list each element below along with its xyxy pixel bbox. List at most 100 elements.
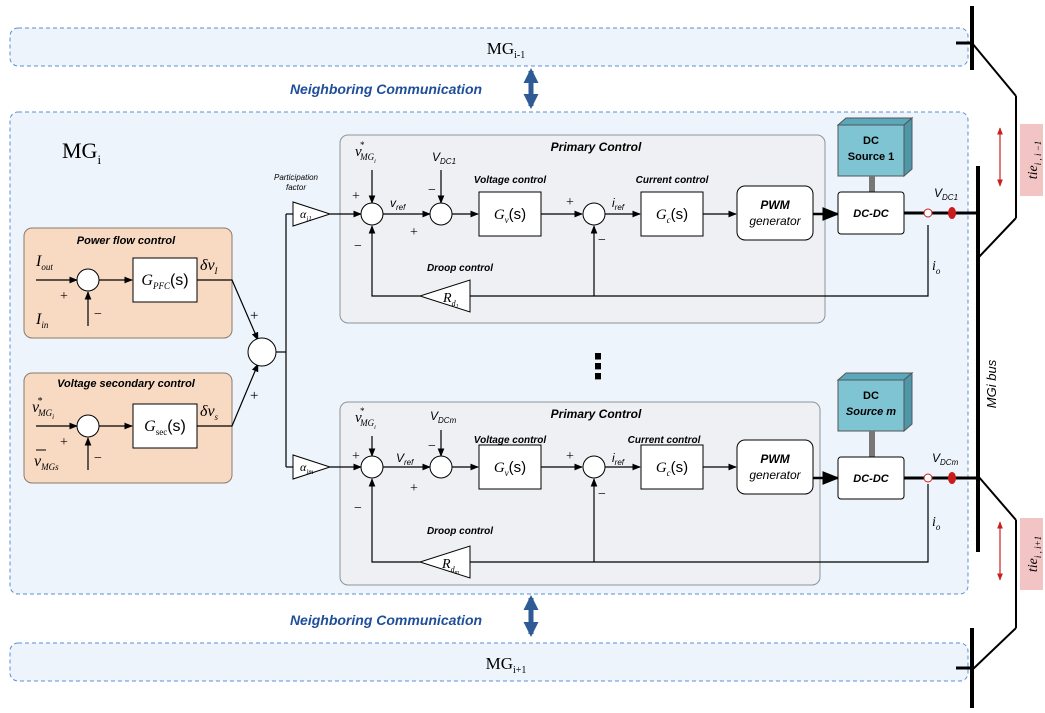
alpha-m-gain xyxy=(292,454,332,480)
tie-up-badge xyxy=(1020,124,1043,196)
primary-m-pwm-block xyxy=(736,439,814,495)
participation-label-line1: Participation xyxy=(274,173,319,182)
primary-1-current-control: Current control xyxy=(636,175,709,186)
primary-1-voltage-control: Voltage control xyxy=(474,175,547,186)
bus-system xyxy=(956,6,1017,708)
participation-label-line2: factor xyxy=(286,183,306,192)
tie-up-label: tiei , i −1 xyxy=(1026,141,1043,180)
io-label-1: io xyxy=(932,259,941,276)
bus-node-1 xyxy=(948,207,956,219)
power-flow-block: Power flow control Iout + − Iin GPFC(s) … xyxy=(23,227,233,339)
svg-text:Source 1: Source 1 xyxy=(848,151,894,163)
svg-text:Gc(s): Gc(s) xyxy=(656,459,688,478)
power-flow-title: Power flow control xyxy=(77,235,176,247)
vmg-star-label: v*MGi xyxy=(32,396,54,421)
primary-1-title: Primary Control xyxy=(551,140,642,154)
vmgs-label: vMGs xyxy=(34,453,59,472)
gsec-block xyxy=(132,403,198,449)
primary-1-sum2 xyxy=(429,202,453,226)
voltage-secondary-sum xyxy=(76,414,100,438)
svg-text:+: + xyxy=(250,388,258,404)
primary-control-1: Primary Control v*MGi + vref + VDC1 − Vo… xyxy=(330,134,929,324)
svg-text:generator: generator xyxy=(749,214,801,228)
svg-text:−: − xyxy=(94,451,102,466)
svg-text:−: − xyxy=(354,239,362,254)
svg-text:+: + xyxy=(566,449,574,464)
primary-1-vdc: VDC1 xyxy=(432,150,456,166)
svg-text:Gv(s): Gv(s) xyxy=(494,206,526,225)
delta-vs-label: δvs xyxy=(200,403,219,422)
neighboring-communication-bottom: Neighboring Communication xyxy=(290,612,482,628)
secondary-sum: + + xyxy=(197,213,293,468)
svg-text:DC-DC: DC-DC xyxy=(853,208,889,220)
mg-next-band xyxy=(9,642,969,682)
svg-text:Rdm: Rdm xyxy=(441,557,460,576)
primary-m-droop: Droop control xyxy=(427,526,493,537)
io-sensor-m xyxy=(923,473,933,483)
primary-control-m: Primary Control v*MGi + Vref + VDCm − Vo… xyxy=(330,401,929,586)
svg-text:PWM: PWM xyxy=(760,198,790,212)
svg-text:Source m: Source m xyxy=(846,406,896,418)
svg-text:+: + xyxy=(352,189,360,204)
svg-text:−: − xyxy=(598,233,606,248)
primary-m-vref: Vref xyxy=(396,451,414,467)
primary-1-pwm-block xyxy=(736,185,814,241)
primary-m-sum1 xyxy=(360,455,384,479)
primary-m-vdc: VDCm xyxy=(430,409,457,425)
mg-prev-label: MGi-1 xyxy=(487,39,526,61)
primary-1-vref: vref xyxy=(390,196,406,212)
svg-text:+: + xyxy=(410,481,418,496)
svg-text:αim: αim xyxy=(300,460,313,476)
svg-text:Gc(s): Gc(s) xyxy=(656,206,688,225)
primary-m-title: Primary Control xyxy=(551,407,642,421)
svg-text:−: − xyxy=(94,307,102,322)
primary-m-rd-gain xyxy=(418,545,471,579)
primary-m-sum3 xyxy=(582,455,606,479)
primary-1-sum3 xyxy=(582,202,606,226)
svg-text:+: + xyxy=(250,308,258,324)
voltage-secondary-block: Voltage secondary control v*MGi + − vMGs… xyxy=(23,372,233,484)
io-sensor-1 xyxy=(923,208,933,218)
primary-m-vref-star: v*MGi xyxy=(355,406,376,431)
primary-1-vref-star: v*MGi xyxy=(355,140,376,165)
svg-text:+: + xyxy=(566,195,574,210)
svg-text:+: + xyxy=(60,435,68,450)
bus-label: MGi bus xyxy=(984,359,999,408)
svg-text:−: − xyxy=(428,183,436,198)
svg-text:+: + xyxy=(352,449,360,464)
power-flow-sum xyxy=(76,268,100,292)
svg-text:generator: generator xyxy=(749,468,801,482)
io-label-m: io xyxy=(932,515,941,532)
primary-m-sum2 xyxy=(429,455,453,479)
svg-text:DC-DC: DC-DC xyxy=(853,473,889,485)
svg-text:+: + xyxy=(410,225,418,240)
svg-text:Gv(s): Gv(s) xyxy=(494,459,526,478)
svg-text:αi1: αi1 xyxy=(300,207,312,223)
primary-1-sum1 xyxy=(360,202,384,226)
vdc1-out: VDC1 xyxy=(934,186,958,202)
tie-down-label: tiei , i+1 xyxy=(1026,536,1043,572)
alpha-1-gain xyxy=(292,201,332,227)
primary-1-gv-block xyxy=(478,191,542,237)
svg-text:DC: DC xyxy=(863,390,879,402)
primary-m-voltage-control: Voltage control xyxy=(474,435,547,446)
mg-next-label: MGi+1 xyxy=(486,654,527,676)
bus-node-m xyxy=(948,472,956,484)
dc-source-1-group: DC Source 1 DC-DC VDC1 io xyxy=(836,116,978,276)
svg-text:−: − xyxy=(428,439,436,454)
mg-prev-band xyxy=(9,27,969,67)
svg-text:Rd1: Rd1 xyxy=(442,291,459,310)
primary-m-iref: iref xyxy=(612,451,625,467)
tie-down-badge xyxy=(1020,518,1043,590)
svg-text:−: − xyxy=(598,487,606,502)
svg-text:PWM: PWM xyxy=(760,452,790,466)
svg-text:−: − xyxy=(354,501,362,516)
primary-1-iref: iref xyxy=(612,196,625,212)
neighboring-communication-top: Neighboring Communication xyxy=(290,81,482,97)
delta-vi-label: δvI xyxy=(200,257,219,276)
iout-label: Iout xyxy=(35,253,53,272)
primary-m-gv-block xyxy=(478,444,542,490)
primary-m-gc-block xyxy=(640,444,704,490)
dc-source-m-group: DC Source m DC-DC VDCm io xyxy=(836,371,978,532)
